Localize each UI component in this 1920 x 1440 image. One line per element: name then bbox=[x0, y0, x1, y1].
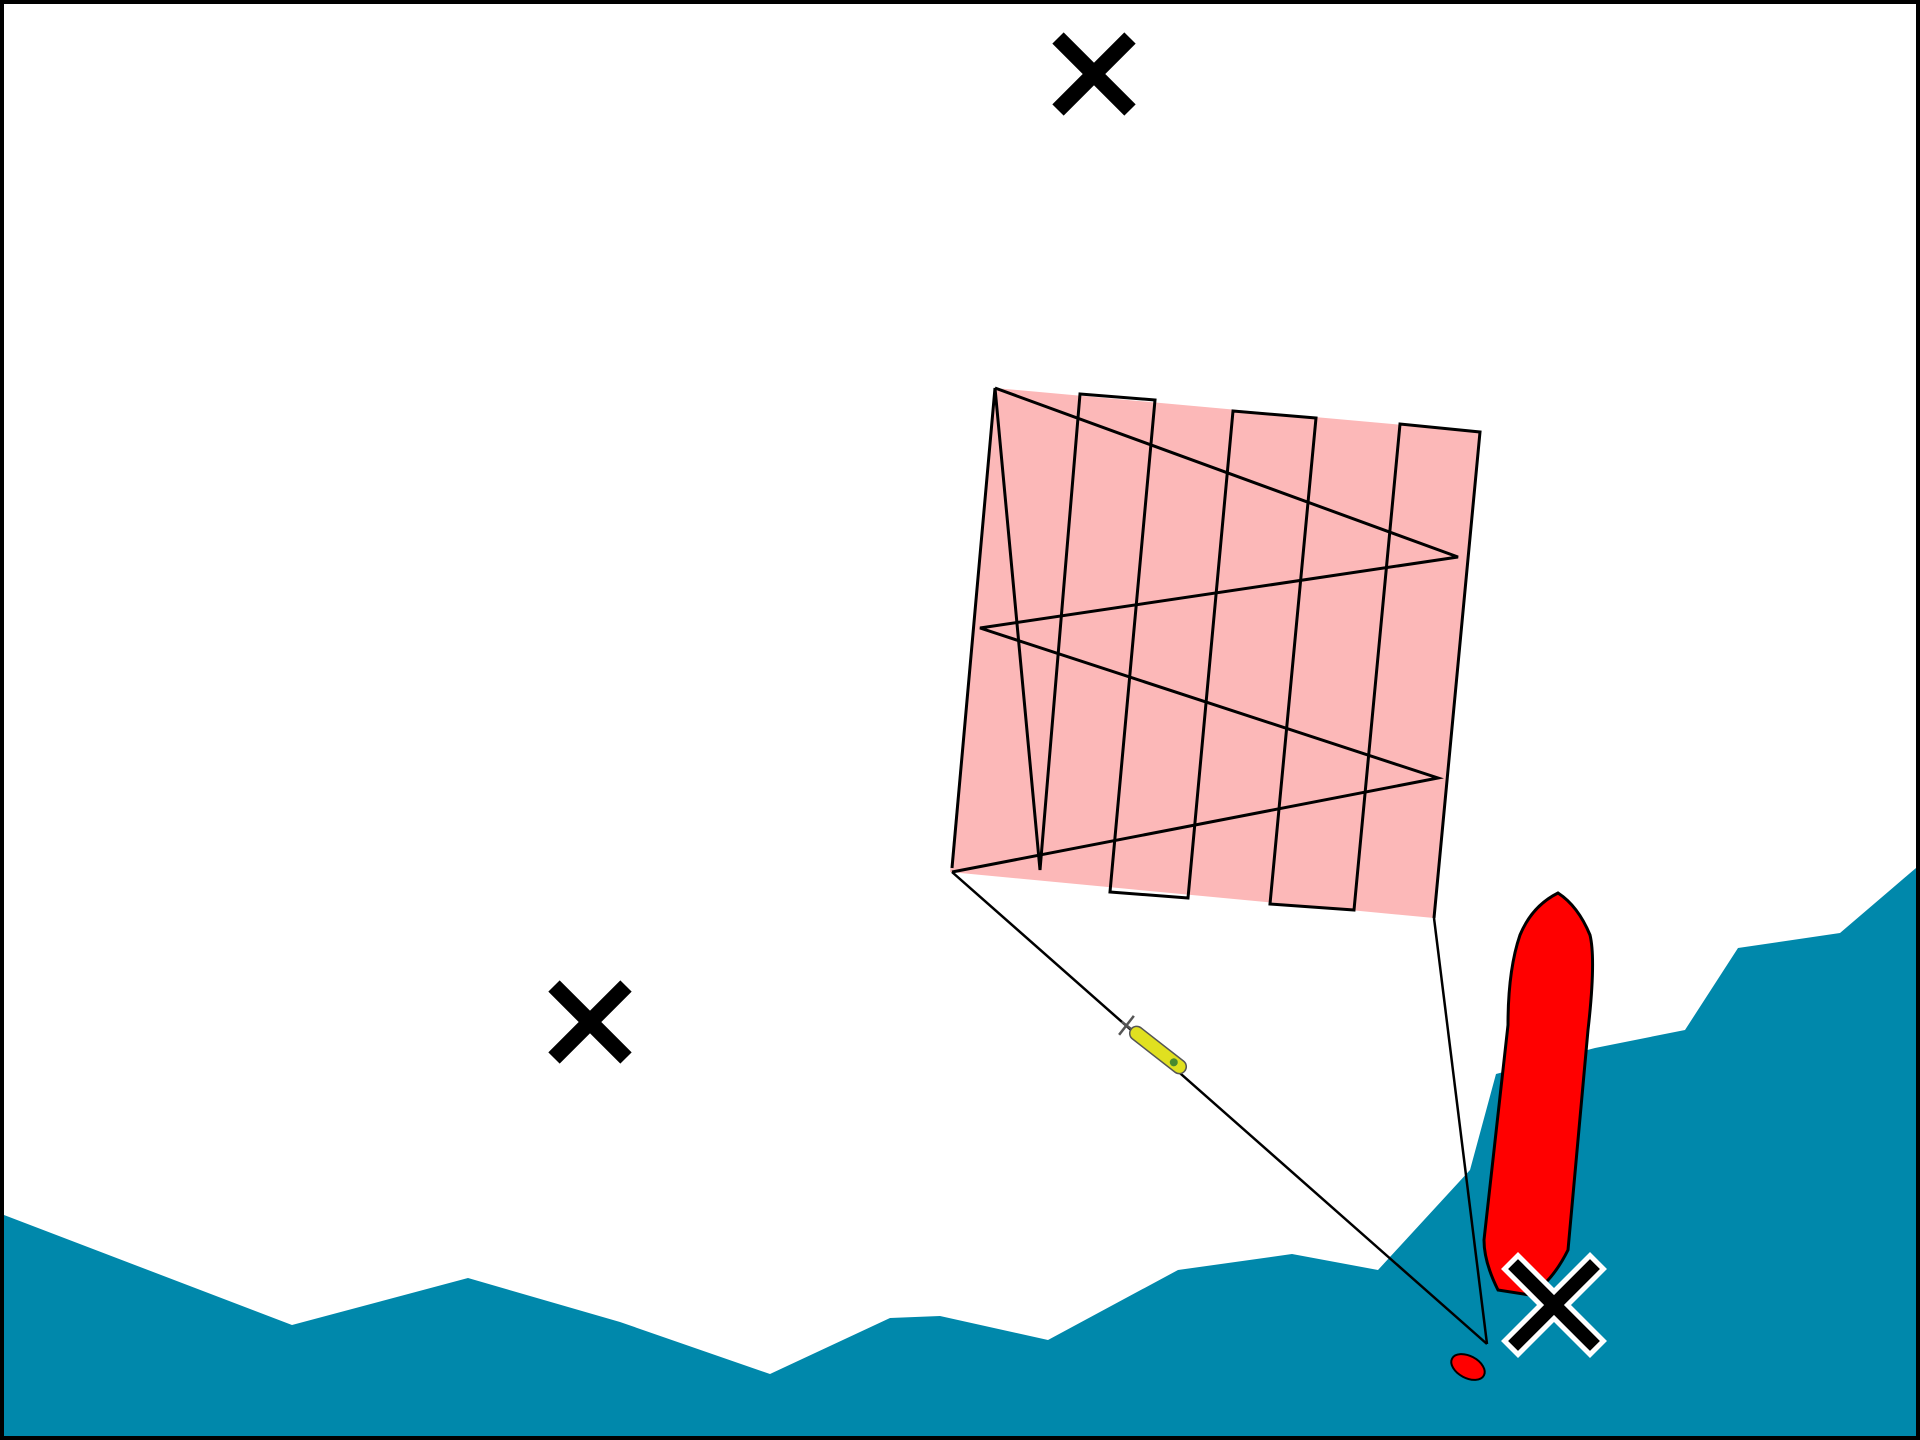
mission-map bbox=[0, 0, 1920, 1440]
